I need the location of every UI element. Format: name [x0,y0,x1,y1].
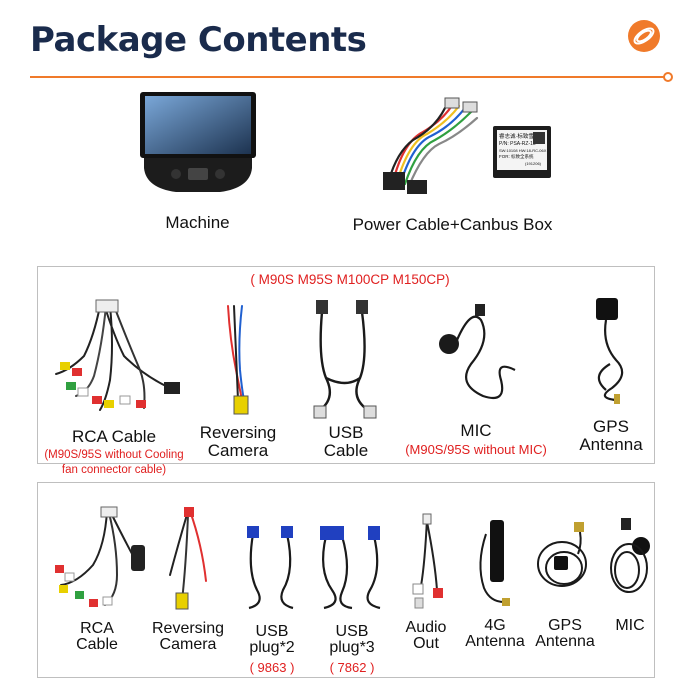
canbus-for-text: FOR: 标致全系统 [499,153,534,160]
4g-antenna-image [479,520,510,606]
usb-plug-3-label-line2: plug*3 [329,639,375,656]
reversing-camera-2-label-line2: Camera [159,636,217,653]
s2-item-gps-antenna: GPS Antenna [528,514,602,650]
reversing-camera-label-line2: Camera [207,441,269,460]
usb-cable-label-line1: USB [328,423,364,442]
head-unit-image [139,92,256,192]
canbus-date-text: (191206) [525,161,542,166]
power-cable-canbus-label: Power Cable+Canbus Box [352,215,553,234]
gps-antenna-2-label-line1: GPS [548,617,582,634]
title-divider [30,76,666,78]
s2-item-rca-cable: RCA Cable [38,505,156,653]
mic-label: MIC [460,421,492,440]
section-2-box [37,482,655,678]
rca-cable-2-label-line1: RCA [80,620,114,637]
s1-item-usb-cable: USB Cable [300,298,392,460]
section-1-box [37,266,655,464]
usb-plug-2-label-line1: USB [255,623,289,640]
item-machine: Machine [125,88,270,232]
divider-end-dot [663,72,673,82]
gps-antenna-2-label-line2: Antenna [535,633,595,650]
usb-plug-2-note: ( 9863 ) [249,660,295,675]
qr-code-icon [532,132,545,144]
gps-antenna-label-line1: GPS [593,417,629,436]
microphone-2-image [610,518,650,593]
rca-cable-2-label-line2: Cable [76,636,118,653]
gps-antenna-image [596,298,624,404]
s1-item-rca-cable: RCA Cable (M90S/95S without Cooling fan … [37,296,191,478]
usb-cable-label-line2: Cable [323,441,369,460]
gps-antenna-2-image [537,522,587,587]
s2-item-mic: MIC [600,514,660,634]
usb-plug-3-label-line1: USB [335,623,369,640]
4g-antenna-label-line1: 4G [484,617,506,634]
rca-cable-label: RCA Cable [71,427,157,446]
s2-item-4g-antenna: 4G Antenna [460,514,530,650]
audio-out-label-line2: Out [413,635,439,652]
s2-item-audio-out: Audio Out [394,512,458,652]
reversing-camera-cable-2-image [169,507,207,610]
audio-out-label-line1: Audio [405,619,447,636]
usb-plug-2-label-line2: plug*2 [249,639,295,656]
item-power-cable-canbus: 睿志诚·标致雪铁龙 P/N: PSA-RZ-15 SW:10108 HW:18-… [330,92,575,234]
reversing-camera-2-label-line1: Reversing [151,620,225,637]
usb-plug-3-image [320,526,381,610]
s2-item-usb-plug-2: USB plug*2 ( 9863 ) [232,520,312,675]
microphone-image [439,304,516,400]
page-title: Package Contents [30,20,367,60]
rca-cable-note-line1: (M90S/95S without Cooling [44,449,184,461]
mic-2-label: MIC [615,617,645,634]
usb-plug-2-image [247,526,294,610]
canbus-model-text: P/N: PSA-RZ-15 [499,141,536,147]
s1-item-reversing-camera: Reversing Camera [192,300,284,460]
rca-cable-image [55,299,180,411]
machine-label: Machine [165,213,230,232]
canbus-brand-text: 睿志诚·标致雪铁龙 [499,132,545,140]
audio-out-cable-image [412,513,443,609]
canbus-sw-text: SW:10108 HW:18-RC-06X [499,148,547,153]
reversing-camera-label-line1: Reversing [199,423,277,442]
s2-item-usb-plug-3: USB plug*3 ( 7862 ) [310,520,394,675]
mic-note: (M90S/95S without MIC) [405,442,547,457]
power-cable-canbus-image: 睿志诚·标致雪铁龙 P/N: PSA-RZ-15 SW:10108 HW:18-… [382,97,551,194]
orange-coil-logo-icon [628,20,660,52]
4g-antenna-label-line2: Antenna [465,633,525,650]
gps-antenna-label-line2: Antenna [579,435,643,454]
rca-cable-2-image [55,506,145,607]
reversing-camera-cable-image [227,305,249,415]
s1-item-mic: MIC (M90S/95S without MIC) [386,300,566,457]
section-1-models-note: ( M90S M95S M100CP M150CP) [250,272,450,287]
rca-cable-note-line2: fan connector cable) [61,464,167,476]
s2-item-reversing-camera: Reversing Camera [144,505,232,653]
usb-plug-3-note: ( 7862 ) [329,660,375,675]
s1-item-gps-antenna: GPS Antenna [566,294,656,454]
usb-cable-image [313,300,377,419]
